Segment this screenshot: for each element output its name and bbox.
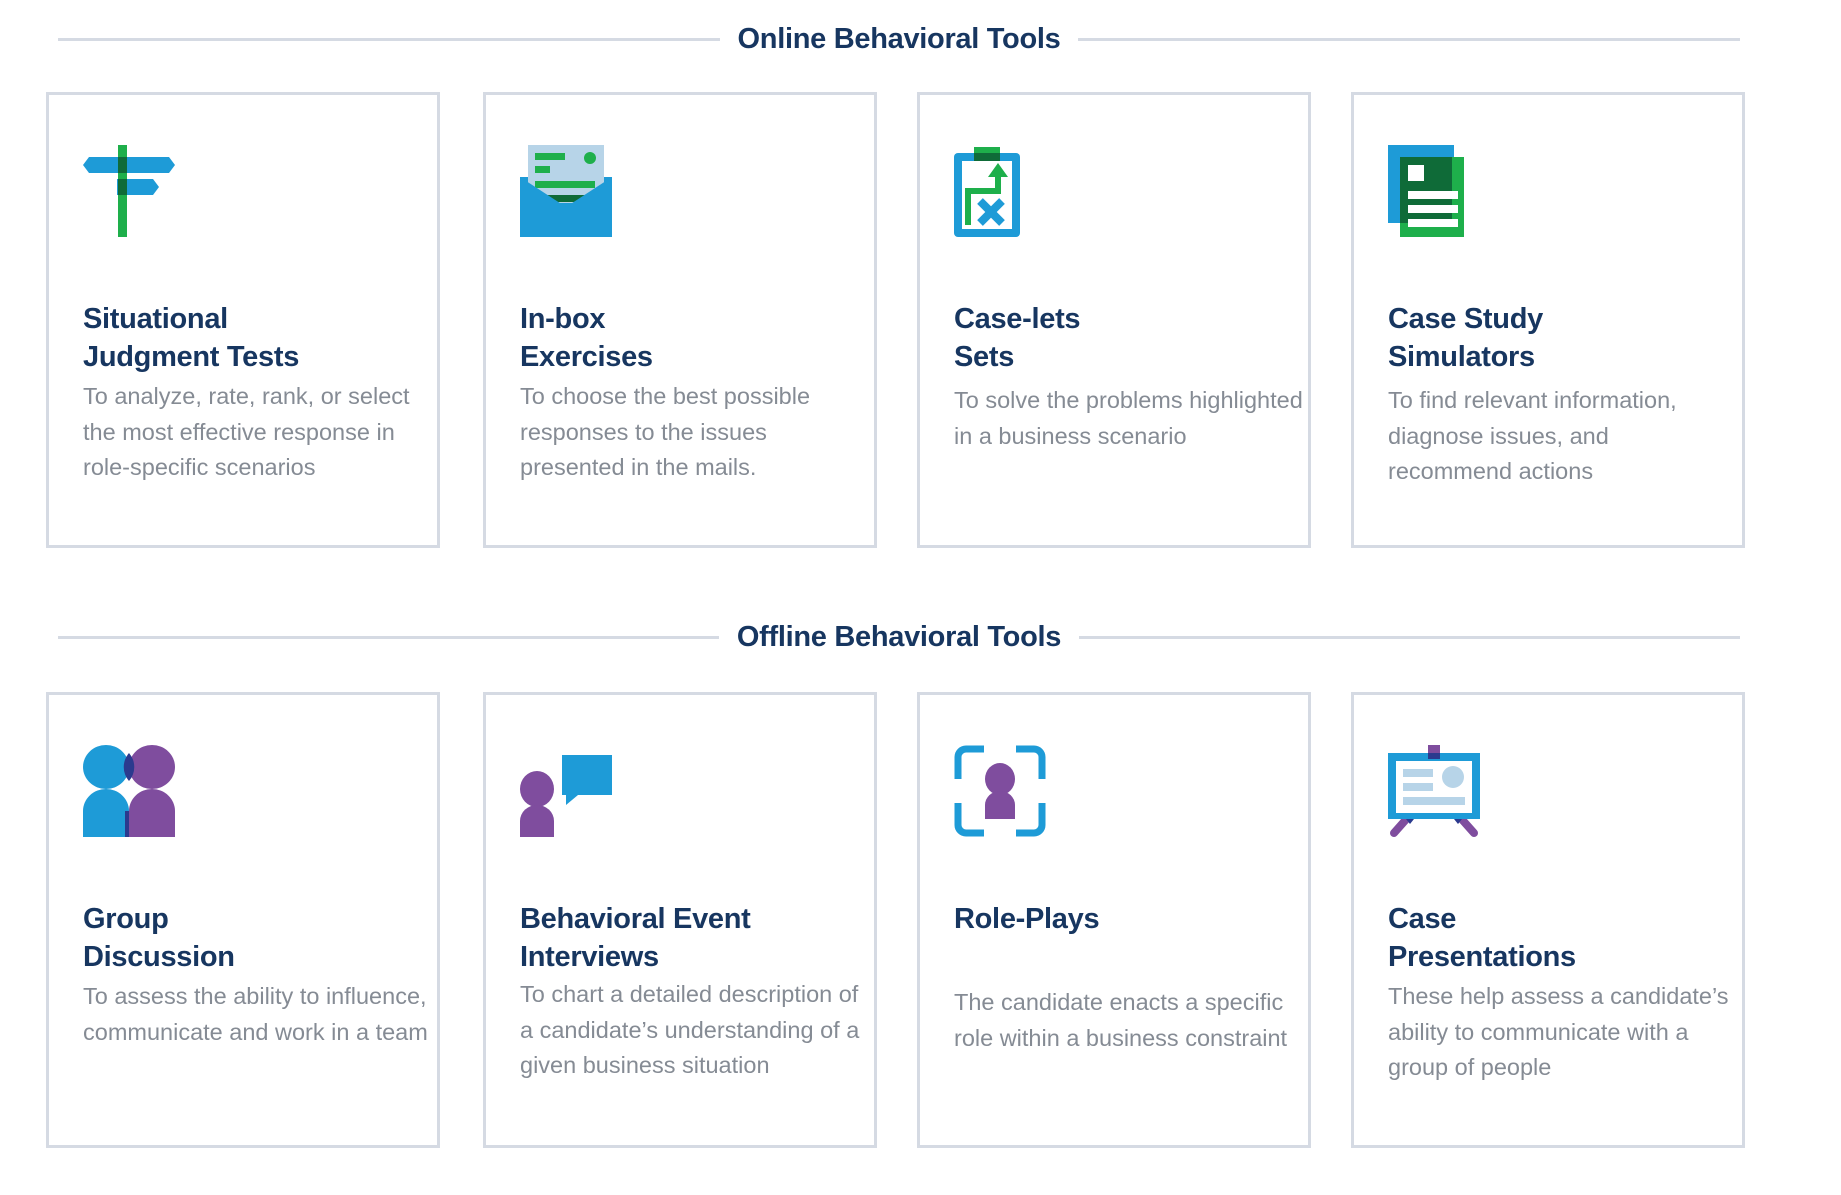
card-title: Case Presentations [1388,903,1576,973]
section-header-online: Online Behavioral Tools [58,19,1740,59]
tool-card-case-presentations: Case Presentations These help assess a c… [1351,692,1745,1148]
card-description: To analyze, rate, rank, or select the mo… [83,383,410,480]
card-description: To solve the problems highlighted in a b… [954,387,1303,449]
card-title: Case-lets Sets [954,303,1081,373]
two-people-icon [83,745,175,837]
divider-rule [1078,37,1740,41]
open-envelope-icon [520,145,612,237]
person-speech-bubble-icon [520,745,612,837]
card-title: Group Discussion [83,903,235,973]
documents-icon [1388,145,1480,237]
tool-card-case-lets-sets: Case-lets Sets To solve the problems hig… [917,92,1311,548]
card-description: The candidate enacts a specific role wit… [954,989,1288,1051]
tool-card-situational-judgment-tests: Situational Judgment Tests To analyze, r… [46,92,440,548]
card-title: Case Study Simulators [1388,303,1543,373]
presentation-easel-icon [1388,745,1480,837]
card-title: Situational Judgment Tests [83,303,300,373]
divider-rule [58,37,720,41]
card-description: To choose the best possible responses to… [520,383,811,480]
tool-card-group-discussion: Group Discussion To assess the ability t… [46,692,440,1148]
card-description: To assess the ability to influence, comm… [83,983,428,1045]
section-title: Online Behavioral Tools [737,22,1061,55]
person-focus-frame-icon [954,745,1046,837]
divider-rule [1079,635,1740,639]
clipboard-strategy-icon [954,145,1046,237]
card-description: To chart a detailed description of a can… [520,981,860,1078]
tool-card-in-box-exercises: In-box Exercises To choose the best poss… [483,92,877,548]
tool-card-behavioral-event-interviews: Behavioral Event Interviews To chart a d… [483,692,877,1148]
card-description: These help assess a candidate’s ability … [1388,983,1729,1080]
tool-card-case-study-simulators: Case Study Simulators To find relevant i… [1351,92,1745,548]
card-description: To find relevant information, diagnose i… [1388,387,1677,484]
divider-rule [58,635,719,639]
section-title: Offline Behavioral Tools [736,620,1062,653]
card-title: In-box Exercises [520,303,653,373]
section-header-offline: Offline Behavioral Tools [58,617,1740,657]
card-title: Behavioral Event Interviews [520,903,751,973]
tool-card-role-plays: Role-Plays The candidate enacts a specif… [917,692,1311,1148]
card-title: Role-Plays [954,903,1100,935]
signpost-icon [83,145,175,237]
